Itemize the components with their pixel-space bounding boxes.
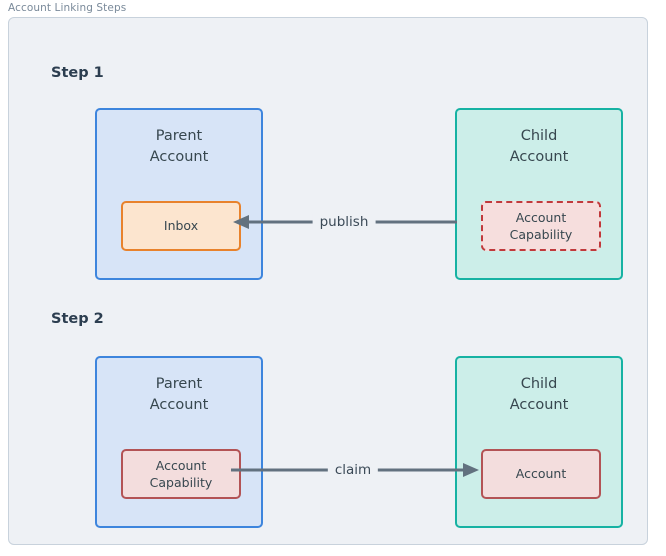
claim-arrow-label: claim — [327, 462, 379, 478]
child-account-title-line2: Account — [509, 149, 569, 166]
parent-account-title-step1: Parent Account — [97, 126, 261, 168]
parent-account-box-step2[interactable]: Parent Account Account Capability — [95, 356, 263, 528]
child-account-title-line1: Child — [520, 128, 558, 144]
account-capability-chip-step2[interactable]: Account Capability — [121, 449, 241, 499]
step-2-heading: Step 2 — [51, 311, 104, 327]
account-chip-step2[interactable]: Account — [481, 449, 601, 499]
parent-account-title-line2-step2: Account — [149, 397, 209, 414]
account-capability-line2-step1: Capability — [509, 227, 573, 242]
child-account-title-line2-step2: Account — [509, 397, 569, 414]
account-capability-line1-step1: Account — [515, 209, 567, 225]
child-account-box-step2[interactable]: Child Account Account — [455, 356, 623, 528]
child-account-title-line1-step2: Child — [520, 376, 558, 392]
child-account-title-step1: Child Account — [457, 126, 621, 168]
account-capability-chip-label-step2: Account Capability — [150, 457, 213, 492]
account-capability-line2-step2: Capability — [149, 475, 213, 490]
parent-account-title-line2: Account — [149, 149, 209, 166]
parent-account-box-step1[interactable]: Parent Account Inbox — [95, 108, 263, 280]
parent-account-title-line1: Parent — [155, 128, 203, 144]
account-chip-label-step2: Account — [515, 466, 567, 482]
account-capability-chip-label-step1: Account Capability — [510, 209, 573, 244]
child-account-box-step1[interactable]: Child Account Account Capability — [455, 108, 623, 280]
inbox-chip[interactable]: Inbox — [121, 201, 241, 251]
step-1-heading: Step 1 — [51, 65, 104, 81]
inbox-chip-label: Inbox — [163, 218, 199, 234]
child-account-title-step2: Child Account — [457, 374, 621, 416]
parent-account-title-line1-step2: Parent — [155, 376, 203, 392]
parent-account-title-step2: Parent Account — [97, 374, 261, 416]
account-capability-chip-step1[interactable]: Account Capability — [481, 201, 601, 251]
publish-arrow-label: publish — [312, 214, 376, 230]
diagram-panel: Step 1 Parent Account Inbox Child Accoun… — [8, 17, 648, 545]
account-capability-line1-step2: Account — [155, 457, 207, 473]
panel-title: Account Linking Steps — [8, 2, 127, 14]
